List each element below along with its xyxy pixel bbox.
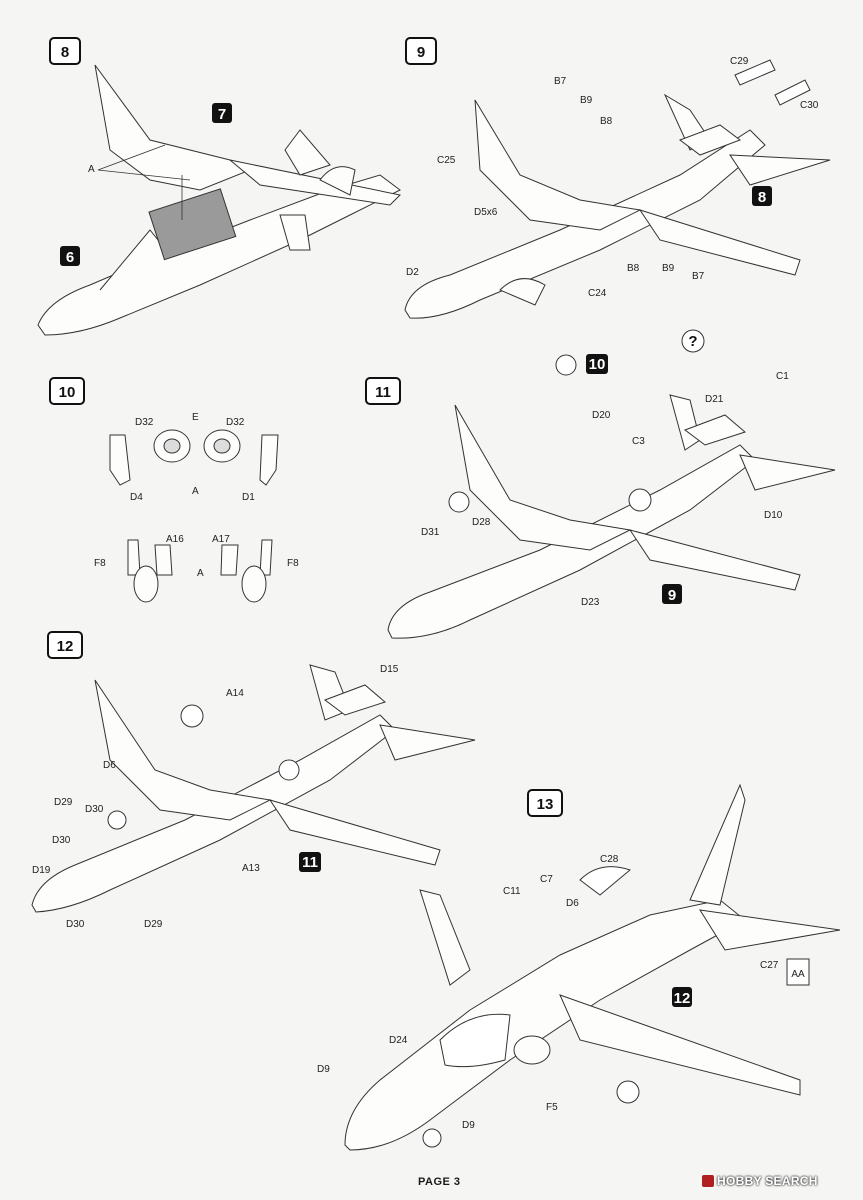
label-s9-b9b: B9 (662, 263, 675, 274)
step-11-ref-9: 9 (668, 587, 676, 604)
label-s9-d2: D2 (406, 267, 419, 278)
watermark: HOBBY SEARCH (702, 1174, 818, 1188)
label-s10-d4: D4 (130, 492, 143, 503)
step-12-ref-11: 11 (302, 854, 318, 871)
aircraft-drawing-step8 (37, 64, 402, 336)
label-s8-a: A (88, 164, 95, 175)
label-s10-d32a: D32 (135, 417, 154, 428)
page-number: PAGE 3 (418, 1176, 461, 1188)
label-s12-a13: A13 (242, 863, 260, 874)
watermark-logo-icon (702, 1175, 714, 1187)
label-s9-c30: C30 (800, 100, 819, 111)
label-s10-a2: A (197, 568, 204, 579)
label-s13-c27: C27 (760, 960, 779, 971)
label-s10-a17: A17 (212, 534, 230, 545)
label-s12-d30a: D30 (85, 804, 104, 815)
step-13-ref-12: 12 (674, 990, 691, 1007)
step-8-ref-6: 6 (66, 249, 74, 266)
label-s12-d6: D6 (103, 760, 116, 771)
label-s11-d31: D31 (421, 527, 440, 538)
step-9-ref-8: 8 (758, 189, 766, 206)
label-s10-f8a: F8 (94, 558, 106, 569)
label-s10-e: E (192, 412, 199, 423)
step-8: 8 A 7 6 (37, 37, 402, 336)
label-s10-a1: A (192, 486, 199, 497)
step-8-ref-7: 7 (218, 106, 226, 123)
label-s12-d29a: D29 (54, 797, 73, 808)
label-s12-d15: D15 (380, 664, 399, 675)
label-s12-a14: A14 (226, 688, 244, 699)
label-s13-c7: C7 (540, 874, 553, 885)
label-s11-c3: C3 (632, 436, 645, 447)
step-9: 9 B7 B9 B8 C25 D5x6 D2 C24 B8 B9 B7 C29 … (404, 37, 831, 319)
label-s12-d30b: D30 (52, 835, 71, 846)
step-12: 12 D15 A14 D6 D29 D30 D30 D19 A13 D30 D2… (31, 631, 476, 930)
step-10-number: 10 (59, 384, 76, 401)
label-s11-c1: C1 (776, 371, 789, 382)
label-s10-d1: D1 (242, 492, 255, 503)
step-8-number: 8 (61, 44, 69, 61)
step-12-number: 12 (57, 638, 74, 655)
label-s9-c24: C24 (588, 288, 607, 299)
label-s10-d32b: D32 (226, 417, 245, 428)
label-s10-a16: A16 (166, 534, 184, 545)
aa-logo: AA (791, 969, 805, 980)
label-s11-d21: D21 (705, 394, 724, 405)
step-11-ref-10: 10 (589, 356, 606, 373)
step-11: 11 10 ? C1 D21 C3 D20 D10 D31 D28 D23 9 (365, 329, 836, 639)
aircraft-drawing-step9 (404, 93, 831, 319)
step-9-number: 9 (417, 44, 425, 61)
label-s13-d6: D6 (566, 898, 579, 909)
label-s13-d24: D24 (389, 1035, 408, 1046)
aircraft-drawing-step11 (387, 394, 836, 639)
label-s9-b9a: B9 (580, 95, 593, 106)
label-s9-b7b: B7 (692, 271, 705, 282)
watermark-text: HOBBY SEARCH (717, 1174, 818, 1188)
label-s12-d29b: D29 (144, 919, 163, 930)
label-s11-d10: D10 (764, 510, 783, 521)
step-13: 13 C7 C28 C11 D6 C27 AA 12 D24 D9 D9 F5 (317, 783, 841, 1151)
label-s13-c28: C28 (600, 854, 619, 865)
aircraft-drawing-step12 (31, 664, 476, 913)
label-s11-d20: D20 (592, 410, 611, 421)
step-11-number: 11 (375, 384, 391, 401)
label-s12-d30c: D30 (66, 919, 85, 930)
step-13-number: 13 (537, 796, 554, 813)
label-s13-d9b: D9 (462, 1120, 475, 1131)
label-s13-f5: F5 (546, 1102, 558, 1113)
label-s11-d23: D23 (581, 597, 600, 608)
label-s11-d28: D28 (472, 517, 491, 528)
label-s9-c29: C29 (730, 56, 749, 67)
wheel-parts-drawing (109, 429, 279, 603)
label-s9-b7a: B7 (554, 76, 567, 87)
step-10: 10 D32 E D32 D4 A D1 A16 A17 F8 A F8 (49, 377, 299, 603)
label-s9-b8b: B8 (627, 263, 640, 274)
label-s9-b8a: B8 (600, 116, 613, 127)
label-s13-c11: C11 (503, 886, 521, 897)
aircraft-drawing-step13 (344, 783, 841, 1151)
question-mark: ? (688, 333, 697, 350)
label-s12-d19: D19 (32, 865, 51, 876)
label-s10-f8b: F8 (287, 558, 299, 569)
label-s13-d9a: D9 (317, 1064, 330, 1075)
label-s9-c25: C25 (437, 155, 456, 166)
label-s9-d5: D5x6 (474, 207, 498, 218)
